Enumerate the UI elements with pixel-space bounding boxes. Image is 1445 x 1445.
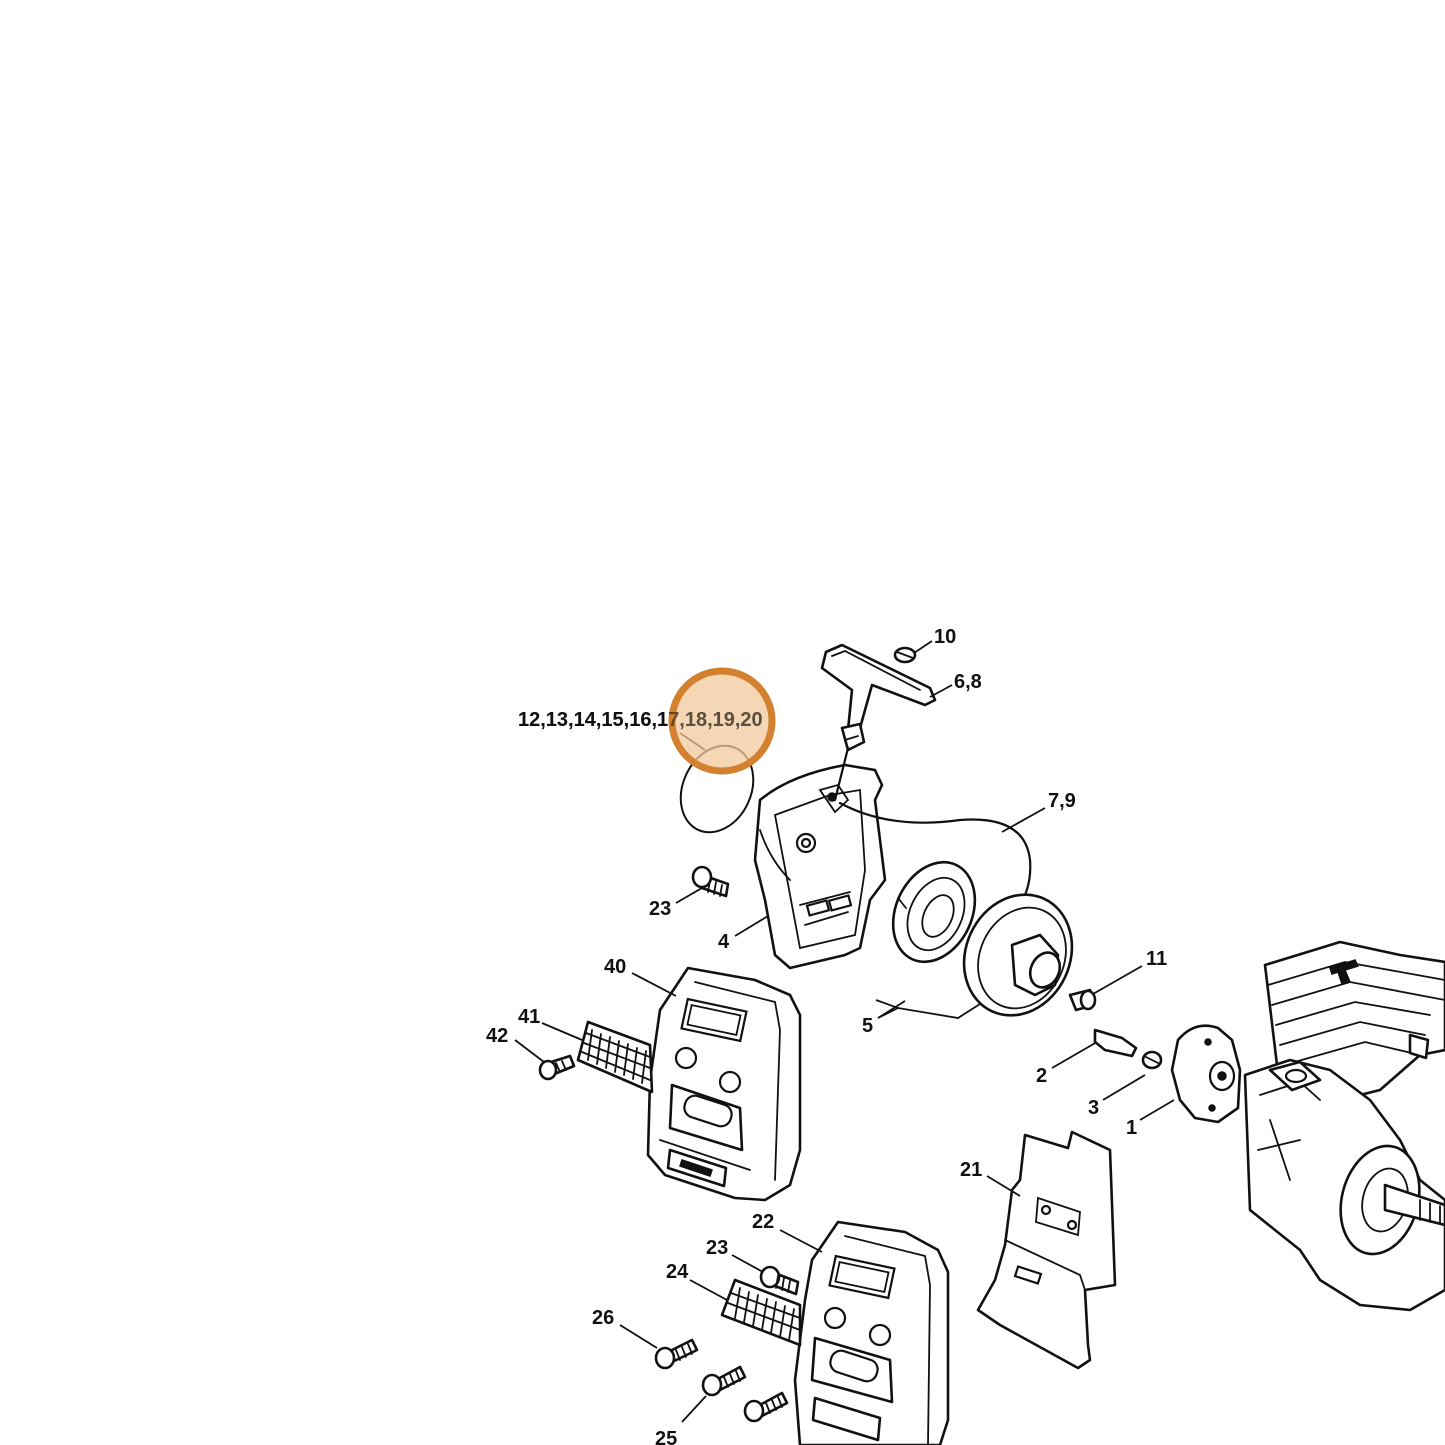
muffler-upper[interactable] [646,966,802,1202]
heat-shield[interactable] [976,1130,1117,1370]
grip-sleeve[interactable] [893,646,917,664]
starter-grip[interactable] [820,643,937,752]
highlight-marker[interactable] [668,667,776,775]
callout-5[interactable]: 5 [862,1015,873,1037]
muffler-lower[interactable] [793,1220,950,1445]
callout-42[interactable]: 42 [486,1025,508,1047]
screw-26[interactable] [654,1338,699,1370]
screw-23-lower[interactable] [759,1265,800,1296]
callout-41[interactable]: 41 [518,1006,540,1028]
callout-3[interactable]: 3 [1088,1097,1099,1119]
rewind-spring[interactable] [878,849,991,975]
callout-21[interactable]: 21 [960,1159,982,1181]
callout-22[interactable]: 22 [752,1211,774,1233]
screw-23-upper[interactable] [691,865,730,898]
screw-25-b[interactable] [743,1391,789,1423]
rope-rotor[interactable] [945,877,1092,1033]
screw-25-a[interactable] [701,1365,747,1397]
engine-cylinder [1243,940,1445,1312]
callout-25[interactable]: 25 [655,1428,677,1445]
callout-4[interactable]: 4 [718,931,730,953]
callout-11[interactable]: 11 [1146,948,1167,970]
fan-housing[interactable] [753,763,887,970]
starter-rope[interactable] [833,746,1032,907]
spark-arrest-screen-24[interactable] [720,1278,802,1347]
pawl[interactable] [1093,1028,1138,1058]
callout-24[interactable]: 24 [666,1261,689,1283]
screw-11[interactable] [1068,988,1097,1012]
callout-10[interactable]: 10 [934,626,956,648]
callout-23-upper[interactable]: 23 [649,898,671,920]
callout-26[interactable]: 26 [592,1307,614,1329]
callout-12-20-overlay: 12,13,14,15,16,17,18,19,20 [518,709,763,731]
callout-7-9[interactable]: 7,9 [1048,790,1076,812]
screw-42[interactable] [538,1054,576,1081]
starter-cup[interactable] [1170,1024,1242,1124]
callout-40[interactable]: 40 [604,956,626,978]
callout-23-lower[interactable]: 23 [706,1237,728,1259]
pawl-spring[interactable] [1141,1050,1163,1070]
callout-1[interactable]: 1 [1126,1117,1137,1139]
callout-2[interactable]: 2 [1036,1065,1047,1087]
spark-arrest-screen-41[interactable] [576,1020,654,1094]
callout-6-8[interactable]: 6,8 [954,671,982,693]
